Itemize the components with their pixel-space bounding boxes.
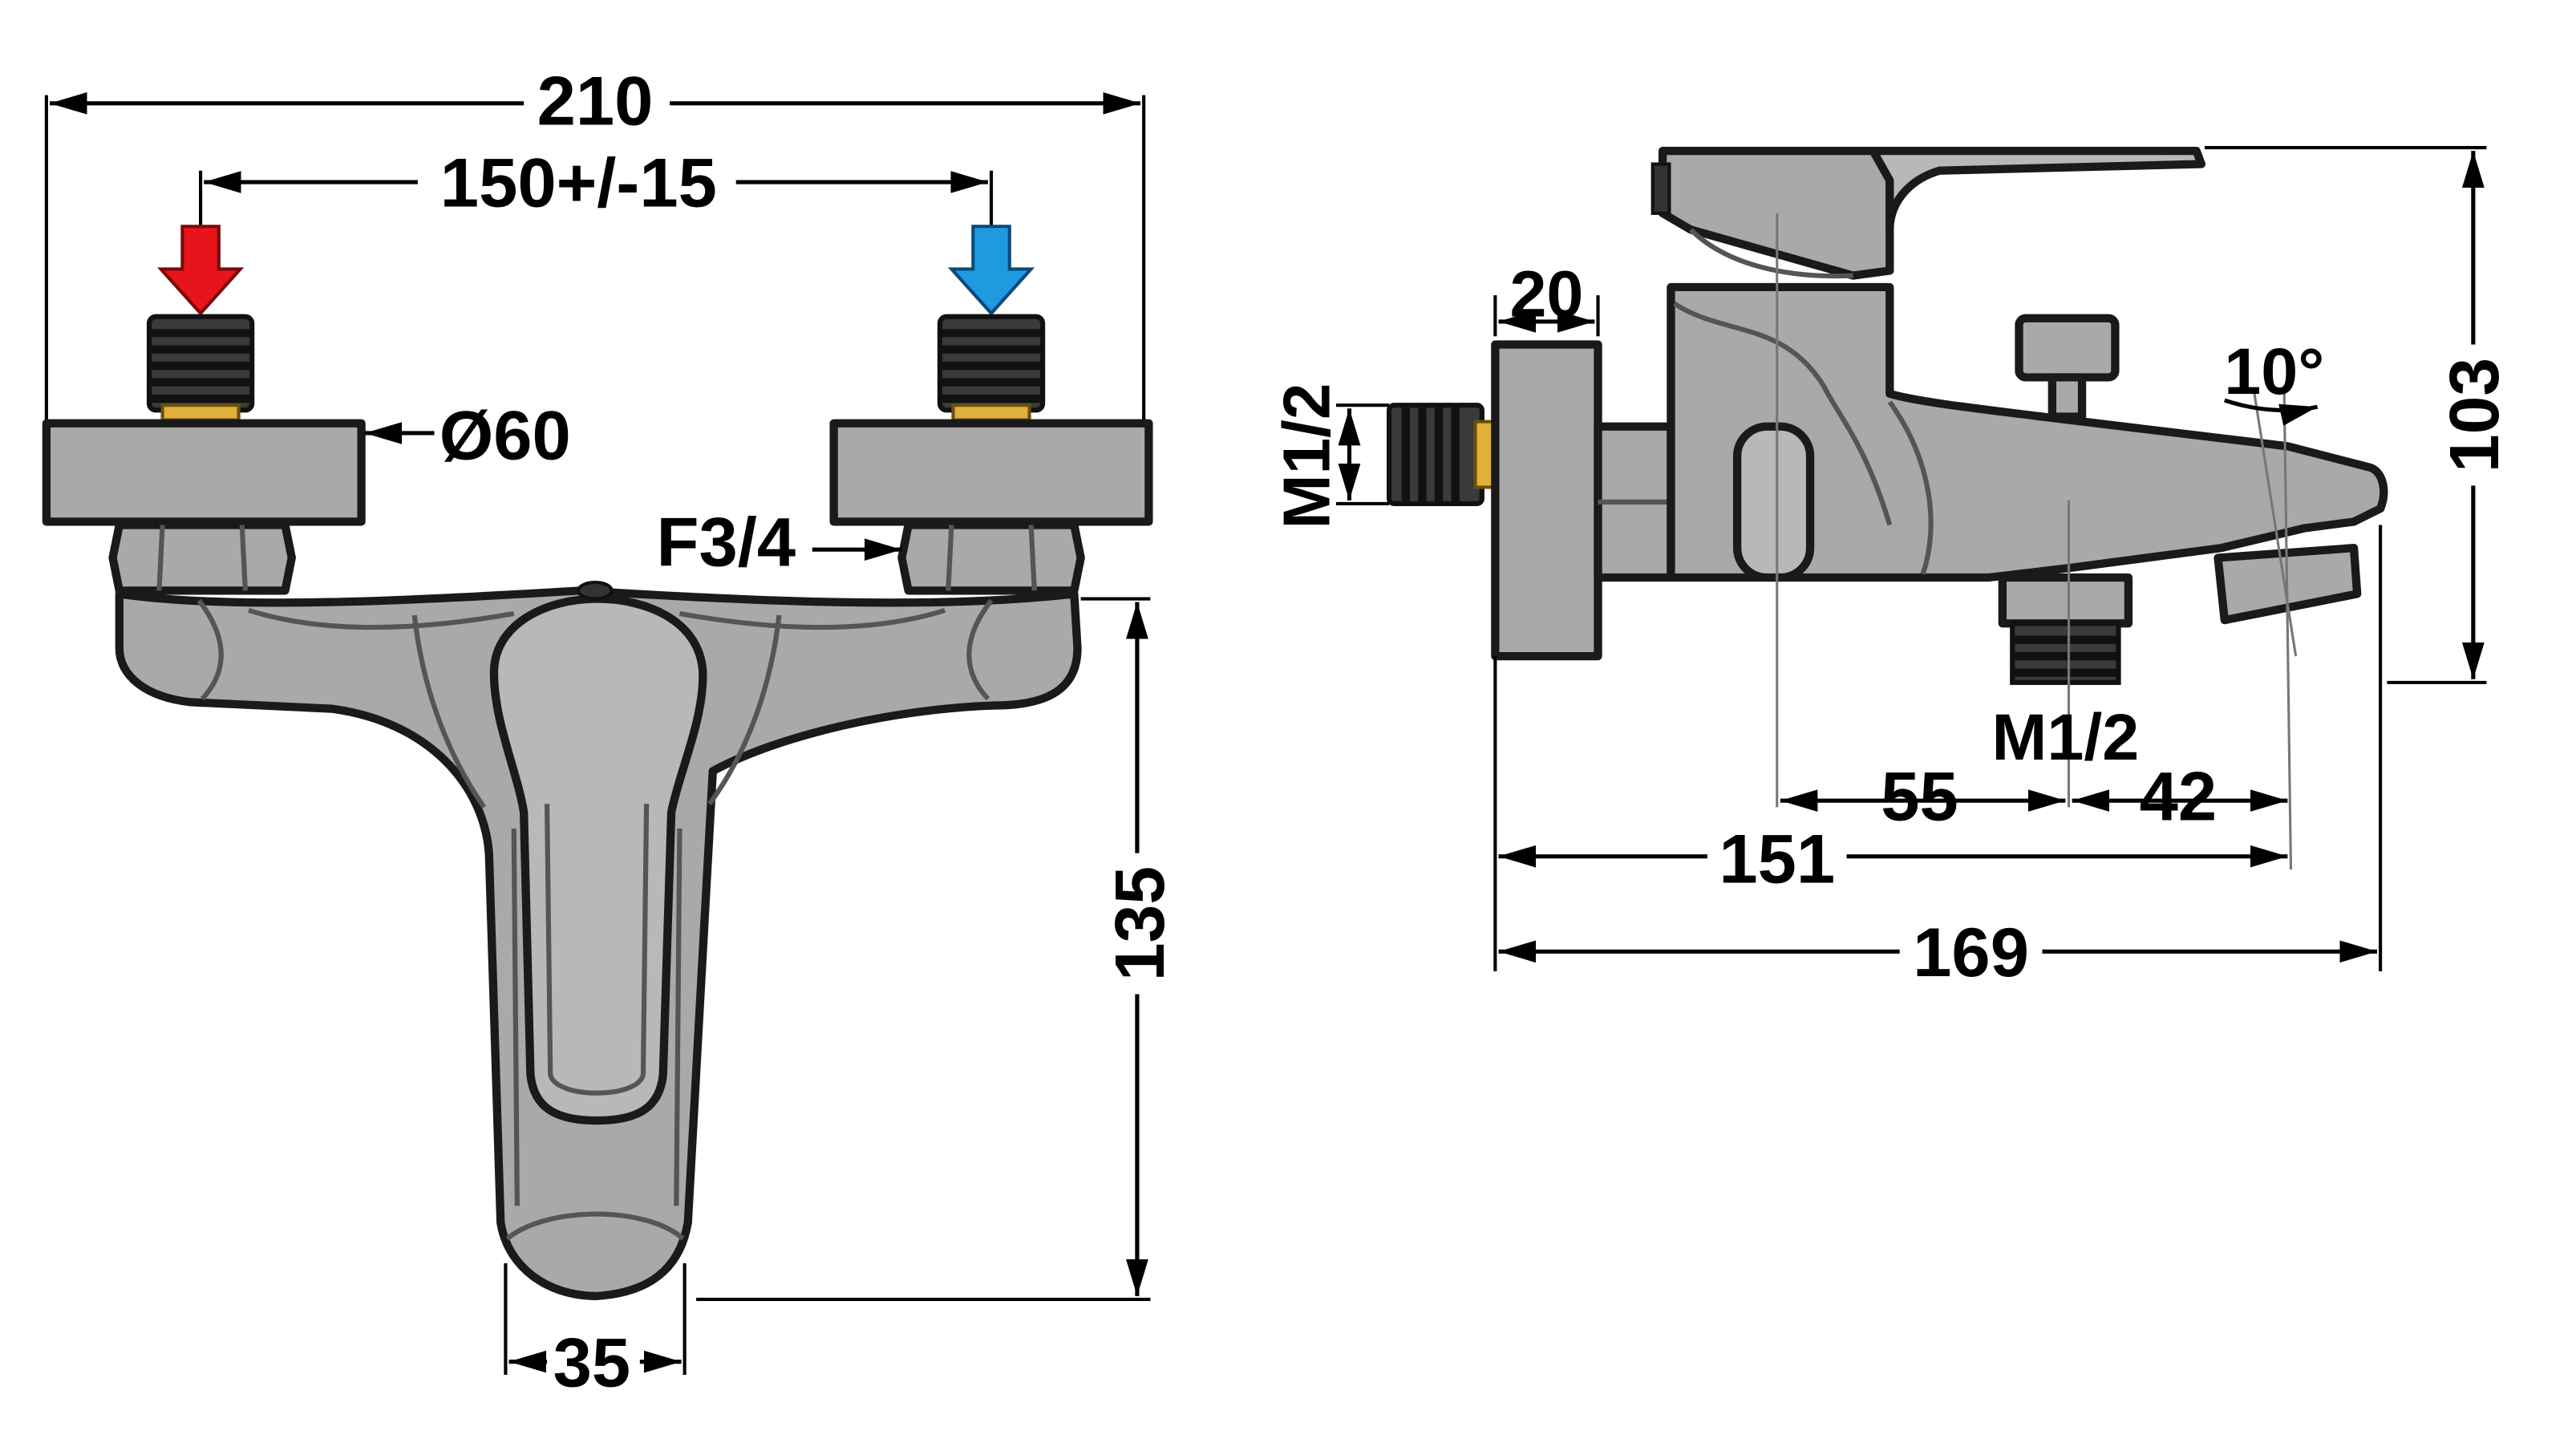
label-f34: F3/4 (657, 505, 796, 581)
label-210: 210 (537, 63, 654, 140)
side-wall-flange (1491, 340, 1602, 661)
side-lever-handle[interactable] (1651, 147, 2206, 280)
mixer-body-side (1667, 282, 2388, 582)
right-hex-nut (897, 521, 1085, 595)
side-cartridge-window (1732, 422, 1815, 582)
dim-front-height: 135 (696, 597, 1180, 1301)
dim-total-width: 210 (44, 63, 1146, 424)
left-wall-flange (42, 419, 366, 526)
side-hex-nut (1594, 422, 1675, 582)
label-10deg: 10° (2224, 335, 2324, 408)
left-hex-nut (108, 521, 296, 595)
side-view: 20 M1/2 (1270, 146, 2513, 991)
dim-nut-thread: F3/4 (657, 505, 902, 582)
dim-flange-thickness: 20 (1493, 258, 1600, 337)
dim-lever-width: 35 (504, 1263, 687, 1401)
dim-151: 151 (1493, 656, 2288, 971)
side-inlet-thread (1386, 403, 1497, 506)
dim-inlet-thread: M1/2 (1270, 383, 1390, 529)
front-view: 210 150+/-15 (42, 63, 1180, 1401)
dim-spout-angle: 10° (2223, 335, 2324, 426)
diverter-knob[interactable] (2015, 314, 2120, 421)
left-inlet-thread (146, 314, 255, 422)
label-m12-outlet: M1/2 (1991, 701, 2139, 774)
dim-center-distance: 150+/-15 (199, 144, 994, 230)
label-m12-inlet: M1/2 (1270, 383, 1343, 529)
label-20: 20 (1509, 258, 1583, 331)
cold-water-arrow-icon (947, 225, 1035, 316)
dim-side-height: 103 (2205, 146, 2513, 684)
dim-flange-diameter: Ø60 (364, 398, 571, 475)
hot-water-arrow-icon (156, 225, 245, 316)
dim-55-42: 55 42 (1780, 759, 2288, 836)
lever-cap-screw (577, 581, 614, 601)
right-wall-flange (829, 419, 1153, 526)
label-150: 150+/-15 (440, 145, 717, 221)
label-55: 55 (1881, 759, 1958, 835)
label-103: 103 (2436, 358, 2513, 472)
label-42: 42 (2140, 759, 2218, 835)
label-35: 35 (553, 1325, 631, 1401)
label-169: 169 (1913, 914, 2029, 991)
label-135: 135 (1102, 866, 1180, 981)
label-151: 151 (1719, 821, 1835, 898)
right-inlet-thread (937, 314, 1046, 422)
side-outlet-thread (1998, 573, 2133, 685)
label-o60: Ø60 (439, 398, 571, 474)
dim-169: 169 (1498, 525, 2383, 991)
